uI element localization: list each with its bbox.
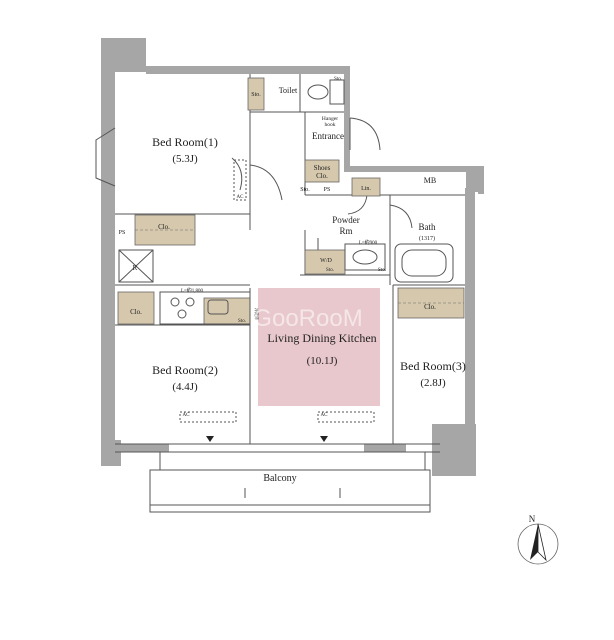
room-labels: Bed Room(1) (5.3J) Bed Room(2) (4.4J) Be… bbox=[152, 86, 466, 484]
interior-walls bbox=[115, 74, 465, 470]
sto-label-kitchen: Sto. bbox=[238, 319, 246, 324]
window-markers bbox=[206, 436, 328, 442]
lin-label: Lin. bbox=[361, 186, 371, 192]
sto-label-toilet: Sto. bbox=[251, 92, 261, 98]
bedroom2-name: Bed Room(2) bbox=[152, 363, 218, 377]
outer-walls bbox=[101, 38, 484, 476]
powder-length-label: L=約900 bbox=[359, 239, 378, 246]
kitchen-counter bbox=[159, 291, 251, 325]
compass: N bbox=[517, 514, 559, 565]
ac-label-bedroom2: AC bbox=[183, 413, 191, 418]
shoes-label-1: Shoes bbox=[314, 164, 331, 172]
fridge-space bbox=[118, 249, 154, 283]
r-label: R bbox=[133, 264, 138, 272]
ac-units bbox=[179, 159, 375, 423]
watermark: GooRooM bbox=[253, 305, 362, 332]
ldk-name: Living Dining Kitchen bbox=[267, 331, 376, 345]
clo-label-bedroom1: Clo. bbox=[158, 223, 170, 231]
ldk-highlight bbox=[258, 288, 380, 406]
entrance-label: Entrance bbox=[312, 131, 344, 141]
powder-label-2: Rm bbox=[339, 226, 352, 236]
powder-label-1: Powder bbox=[332, 215, 360, 225]
closets bbox=[117, 77, 465, 325]
balcony-outline bbox=[149, 469, 431, 513]
bedroom1-size: (5.3J) bbox=[172, 153, 198, 165]
sto-label-sink: Sto. bbox=[378, 268, 386, 273]
ac-label-ldk: AC bbox=[321, 413, 329, 418]
toilet-label: Toilet bbox=[279, 86, 298, 95]
bedroom3-name: Bed Room(3) bbox=[400, 359, 466, 373]
hanger-label-2: hook bbox=[325, 122, 336, 128]
sto-label-powder: Sto. bbox=[326, 268, 334, 273]
ldk-size: (10.1J) bbox=[307, 355, 338, 367]
toilet-fixture bbox=[307, 79, 345, 105]
clo-label-bedroom2: Clo. bbox=[130, 308, 142, 316]
ps-label-left: PS bbox=[119, 230, 126, 236]
sto-label-corner: Sto. bbox=[334, 77, 342, 82]
sto-label-entry: Sto. bbox=[300, 187, 310, 193]
bath-label: Bath bbox=[419, 222, 436, 232]
bath-size: (1317) bbox=[419, 235, 435, 242]
fridge-label: 冷蔵庫 bbox=[254, 308, 260, 320]
bedroom3-size: (2.8J) bbox=[420, 377, 446, 389]
bedroom2-size: (4.4J) bbox=[172, 381, 198, 393]
clo-label-bedroom3: Clo. bbox=[424, 303, 436, 311]
bathtub bbox=[394, 243, 454, 283]
shoes-label-2: Clo. bbox=[316, 172, 328, 180]
powder-sink bbox=[344, 243, 386, 271]
compass-needle-icon bbox=[530, 524, 538, 560]
ps-label-entry: PS bbox=[324, 187, 331, 193]
balcony-label: Balcony bbox=[263, 473, 296, 484]
ac-label-bedroom1: AC bbox=[237, 195, 245, 200]
mb-label: MB bbox=[424, 176, 436, 185]
bedroom1-name: Bed Room(1) bbox=[152, 135, 218, 149]
annotation-labels: Sto. Sto. Sto. Sto. Sto. Sto. PS PS Clo.… bbox=[119, 77, 437, 418]
wd-label: W/D bbox=[320, 258, 332, 264]
compass-north-label: N bbox=[529, 514, 536, 524]
hanger-label-1: Hanger bbox=[322, 116, 338, 122]
kitchen-length-label: L=約1,800 bbox=[181, 287, 204, 294]
